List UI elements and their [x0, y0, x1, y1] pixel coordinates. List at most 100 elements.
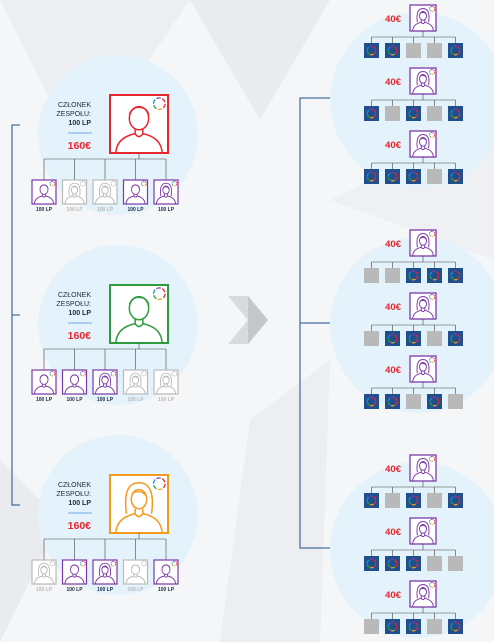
member-lp: 100 LP — [68, 120, 91, 127]
tile-empty — [448, 394, 463, 409]
right-member-avatar — [409, 229, 437, 257]
tile-ring-icon — [448, 268, 463, 283]
right-member-avatar — [409, 517, 437, 545]
child-lp-label: 100 LP — [157, 207, 175, 213]
child-avatar — [153, 559, 179, 585]
tile-ring-icon — [427, 268, 442, 283]
tile-empty — [364, 331, 379, 346]
right-member-avatar — [409, 580, 437, 608]
tile-ring-icon — [364, 43, 379, 58]
child-lp-label: 100 LP — [66, 587, 83, 593]
child-avatar — [153, 179, 179, 205]
tile-empty — [427, 619, 442, 634]
member-title-line2: ZESPOŁU: — [56, 300, 91, 308]
tile-ring-icon — [385, 394, 400, 409]
child-lp-label: 100 LP — [127, 397, 144, 403]
child-lp-label: 100 LP — [96, 587, 114, 593]
tile-ring-icon — [364, 556, 379, 571]
right-price: 40€ — [385, 590, 401, 601]
right-price: 40€ — [385, 527, 401, 538]
tile-ring-icon — [406, 106, 421, 121]
tile-empty — [427, 106, 442, 121]
tile-ring-icon — [406, 268, 421, 283]
right-price: 40€ — [385, 14, 401, 25]
tile-ring-icon — [385, 169, 400, 184]
child-lp-label: 100 LP — [127, 587, 144, 593]
member-lp: 100 LP — [68, 310, 91, 317]
member-title-line1: CZŁONEK — [57, 482, 91, 489]
right-member-avatar — [409, 4, 437, 32]
child-avatar — [31, 559, 57, 585]
member-price: 160€ — [67, 140, 91, 152]
child-lp-label: 100 LP — [35, 397, 53, 403]
tile-empty — [406, 394, 421, 409]
tile-ring-icon — [406, 331, 421, 346]
right-price: 40€ — [385, 239, 401, 250]
tile-empty — [448, 556, 463, 571]
right-member-avatar — [409, 292, 437, 320]
child-avatar — [92, 179, 118, 205]
tile-ring-icon — [385, 619, 400, 634]
child-avatar — [122, 559, 149, 585]
member-lp: 100 LP — [68, 500, 91, 507]
tile-ring-icon — [448, 331, 463, 346]
member-title-line2: ZESPOŁU: — [56, 490, 91, 498]
member-price: 160€ — [67, 330, 91, 342]
member-title-line1: CZŁONEK — [57, 292, 91, 299]
tile-empty — [385, 268, 400, 283]
member-price: 160€ — [67, 520, 91, 532]
child-avatar — [92, 369, 118, 395]
tile-ring-icon — [448, 43, 463, 58]
right-price: 40€ — [385, 77, 401, 88]
child-avatar — [61, 369, 88, 395]
tile-empty — [385, 106, 400, 121]
tile-ring-icon — [385, 43, 400, 58]
tile-ring-icon — [427, 394, 442, 409]
tile-empty — [364, 268, 379, 283]
child-lp-label: 100 LP — [157, 587, 175, 593]
right-price: 40€ — [385, 140, 401, 151]
right-price: 40€ — [385, 464, 401, 475]
child-avatar — [92, 559, 118, 585]
tile-empty — [427, 43, 442, 58]
child-avatar — [61, 179, 88, 205]
tile-empty — [427, 493, 442, 508]
tile-empty — [385, 493, 400, 508]
right-member-avatar — [409, 130, 437, 158]
child-lp-label: 100 LP — [157, 397, 175, 403]
tile-ring-icon — [385, 331, 400, 346]
right-member-avatar — [409, 67, 437, 95]
arrow-shape — [228, 296, 268, 344]
tile-empty — [427, 331, 442, 346]
tile-empty — [427, 169, 442, 184]
right-price: 40€ — [385, 302, 401, 313]
child-avatar — [61, 559, 88, 585]
tile-ring-icon — [406, 556, 421, 571]
tile-empty — [427, 556, 442, 571]
tile-ring-icon — [448, 619, 463, 634]
main-member-avatar-3 — [109, 474, 169, 534]
child-lp-label: 100 LP — [35, 587, 53, 593]
member-title-line1: CZŁONEK — [57, 102, 91, 109]
right-member-avatar — [409, 454, 437, 482]
right-member-avatar — [409, 355, 437, 383]
tile-ring-icon — [406, 493, 421, 508]
right-price: 40€ — [385, 365, 401, 376]
child-lp-label: 100 LP — [96, 397, 114, 403]
tile-empty — [364, 619, 379, 634]
child-lp-label: 100 LP — [96, 207, 114, 213]
main-member-avatar-1 — [109, 94, 169, 154]
tile-ring-icon — [406, 619, 421, 634]
tile-ring-icon — [364, 106, 379, 121]
tile-ring-icon — [448, 169, 463, 184]
member-title-line2: ZESPOŁU: — [56, 110, 91, 118]
tile-empty — [406, 43, 421, 58]
child-avatar — [122, 179, 149, 205]
child-avatar — [122, 369, 149, 395]
tile-ring-icon — [364, 493, 379, 508]
tile-ring-icon — [406, 169, 421, 184]
child-lp-label: 100 LP — [127, 207, 144, 213]
tile-ring-icon — [364, 169, 379, 184]
